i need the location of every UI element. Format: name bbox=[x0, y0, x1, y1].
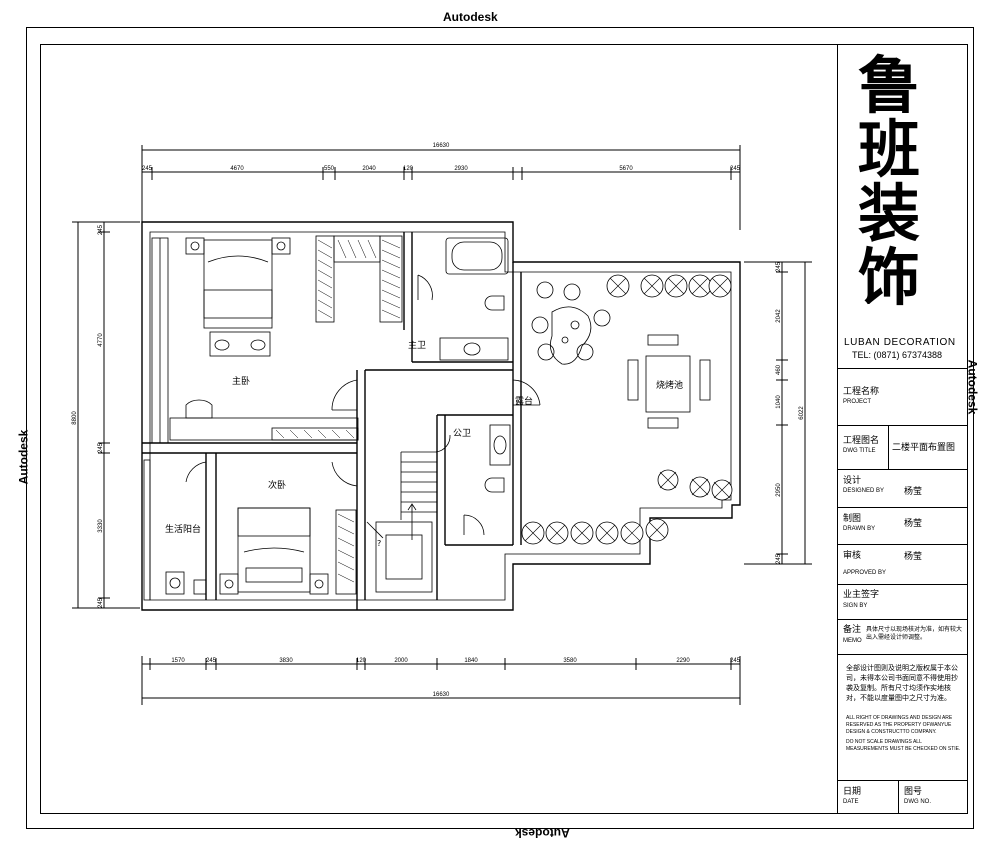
dim-left-1: 245 bbox=[98, 224, 104, 235]
room-label-public-bath: 公卫 bbox=[453, 428, 471, 439]
watermark-top: Autodesk bbox=[443, 10, 498, 24]
second-wardrobe-hatch bbox=[337, 513, 355, 583]
title-block: 鲁 班 装 饰 LUBAN DECORATION TEL: (0871) 673… bbox=[837, 44, 968, 814]
dim-bottom-6: 1840 bbox=[464, 658, 478, 664]
terrace-furniture bbox=[531, 281, 711, 429]
dim-bottom-1: 1570 bbox=[171, 658, 185, 664]
memo-text: 具体尺寸以现场核对为准，如有较大出入需经设计师调整。 bbox=[866, 626, 963, 641]
wardrobe-hatch bbox=[275, 239, 401, 439]
outer-frame bbox=[26, 27, 974, 829]
dim-ticks-bottom bbox=[141, 656, 741, 705]
terrace-plants bbox=[521, 274, 733, 545]
dim-right-6: 245 bbox=[776, 553, 782, 564]
dim-top-7: 5670 bbox=[619, 166, 633, 172]
public-bath-fixtures bbox=[435, 424, 511, 536]
copyright-cell: 全部设计图则及说明之版权属于本公司，未得本公司书面同意不得使用抄袭及复制。所有尺… bbox=[838, 655, 968, 781]
dim-bottom-5: 2000 bbox=[394, 658, 408, 664]
stair-mark: ? bbox=[377, 539, 381, 548]
brand-name: LUBAN DECORATION bbox=[844, 337, 956, 348]
dim-bottom-total: 16630 bbox=[433, 692, 450, 698]
dim-top-2: 4670 bbox=[230, 166, 244, 172]
room-label-master-bath: 主卫 bbox=[408, 339, 426, 351]
dim-left-3: 245 bbox=[98, 442, 104, 453]
master-bedroom-furniture bbox=[151, 237, 359, 444]
doors-stairs bbox=[185, 379, 541, 593]
wardrobe-master bbox=[271, 235, 403, 441]
dim-right-2: 2042 bbox=[776, 309, 782, 323]
dim-bottom-8: 2290 bbox=[676, 658, 690, 664]
dim-ticks-top bbox=[141, 145, 741, 230]
dim-right-3: 460 bbox=[776, 364, 782, 375]
dim-right-5: 2950 bbox=[776, 483, 782, 497]
dim-top-3: 550 bbox=[324, 166, 335, 172]
room-label-second-bedroom: 次卧 bbox=[268, 479, 286, 491]
drawn-cell: 制图 DRAWN BY 杨莹 bbox=[838, 508, 968, 545]
dim-left-2: 4770 bbox=[98, 333, 104, 347]
drawing-title: 二楼平面布置图 bbox=[892, 443, 956, 453]
dim-ticks-left bbox=[72, 221, 140, 609]
dim-left-total: 8800 bbox=[72, 411, 78, 425]
copyright-cn: 全部设计图则及说明之版权属于本公司，未得本公司书面同意不得使用抄袭及复制。所有尺… bbox=[846, 664, 958, 702]
approved-cell: 审核 APPROVED BY 杨莹 bbox=[838, 545, 968, 585]
dim-top-total: 16630 bbox=[433, 143, 450, 149]
utility-balcony-fixtures bbox=[143, 459, 207, 601]
dim-bottom-4: 120 bbox=[356, 658, 367, 664]
dim-top-1: 245 bbox=[142, 166, 153, 172]
dim-top-5: 120 bbox=[403, 166, 414, 172]
dim-ticks-right bbox=[744, 261, 812, 565]
project-cell: 工程名称 PROJECT bbox=[838, 369, 968, 426]
master-bath-fixtures bbox=[417, 237, 509, 361]
copyright-en-2: DO NOT SCALE DRAWINGS ALL MEASUREMENTS M… bbox=[846, 739, 961, 752]
dim-top-4: 2040 bbox=[362, 166, 376, 172]
inner-frame bbox=[40, 44, 968, 814]
room-label-utility-balcony: 生活阳台 bbox=[165, 523, 201, 535]
date-dwgno-cell: 日期 DATE 图号 DWG NO. bbox=[838, 781, 968, 813]
room-label-master-bedroom: 主卧 bbox=[232, 375, 250, 387]
second-bedroom-furniture bbox=[219, 507, 357, 595]
plant-row-right bbox=[657, 469, 733, 501]
dim-bottom-7: 3580 bbox=[563, 658, 577, 664]
dim-right-total: 6022 bbox=[799, 406, 805, 420]
dim-right-4: 1040 bbox=[776, 395, 782, 409]
memo-cell: 备注 MEMO 具体尺寸以现场核对为准，如有较大出入需经设计师调整。 bbox=[838, 620, 968, 655]
dim-top-6: 2930 bbox=[454, 166, 468, 172]
sign-cell: 业主签字 SIGN BY bbox=[838, 585, 968, 620]
dim-bottom-9: 245 bbox=[730, 658, 741, 664]
room-label-terrace: 露台 bbox=[515, 395, 533, 407]
plant-details bbox=[524, 277, 731, 542]
company-logo: 鲁 班 装 饰 bbox=[858, 49, 921, 314]
dim-left-5: 245 bbox=[98, 597, 104, 608]
designed-cell: 设计 DESIGNED BY 杨莹 bbox=[838, 470, 968, 508]
dim-top-8: 245 bbox=[730, 166, 741, 172]
dim-right-1: 245 bbox=[776, 261, 782, 272]
logo-cell: 鲁 班 装 饰 LUBAN DECORATION TEL: (0871) 673… bbox=[838, 44, 968, 369]
plant-row-bottom bbox=[521, 518, 669, 545]
telephone: TEL: (0871) 67374388 bbox=[852, 350, 943, 360]
dim-left-4: 3330 bbox=[98, 519, 104, 533]
dim-bottom-2: 245 bbox=[206, 658, 217, 664]
dwg-title-cell: 工程图名 DWG TITLE 二楼平面布置图 bbox=[838, 426, 968, 470]
dim-bottom-3: 3830 bbox=[279, 658, 293, 664]
room-label-bbq-pit: 烧烤池 bbox=[656, 379, 683, 391]
copyright-en-1: ALL RIGHT OF DRAWINGS AND DESIGN ARE RES… bbox=[846, 715, 953, 735]
